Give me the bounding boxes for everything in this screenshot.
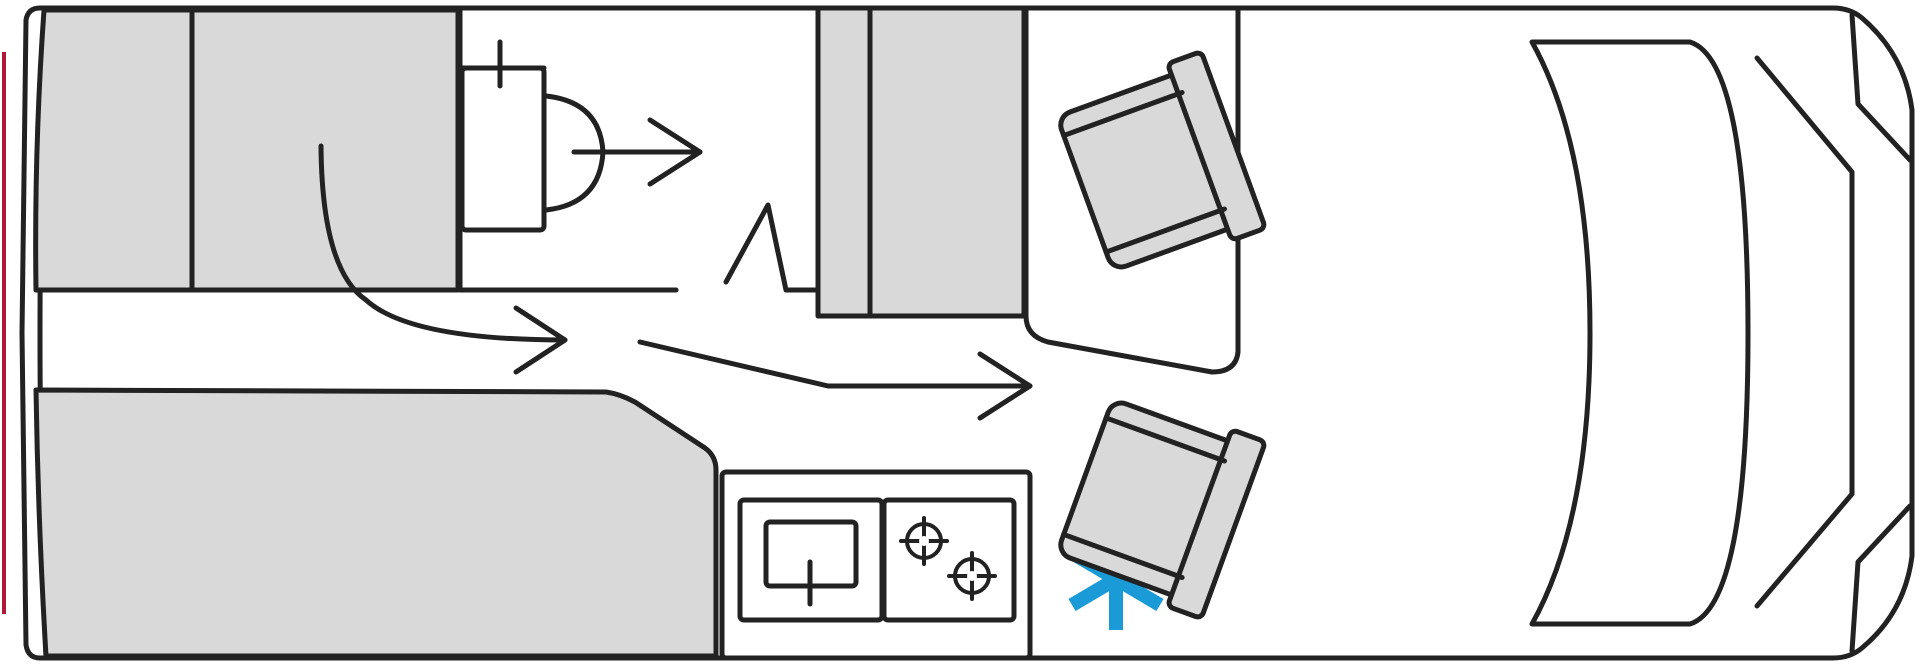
arrow-right-icon <box>571 117 703 187</box>
passenger-seat <box>1058 400 1267 620</box>
gas-burner-icon <box>899 516 949 566</box>
driver-seat <box>1058 50 1267 270</box>
cab-door-upper <box>1849 12 1913 163</box>
cab-door-lower <box>1849 503 1913 654</box>
arrow-right-icon <box>318 143 568 375</box>
gas-burner-icon <box>947 551 997 601</box>
hob-unit <box>881 497 1017 623</box>
toilet-cistern <box>459 65 547 233</box>
door-swing-icon <box>723 202 819 293</box>
arrow-right-icon <box>637 339 1033 421</box>
rear-bed-lower <box>33 387 719 659</box>
rear-bed-upper <box>33 7 461 293</box>
dinette-bench <box>1023 5 1241 375</box>
wardrobe <box>815 5 1027 319</box>
dashboard <box>1529 39 1751 627</box>
windscreen <box>1754 55 1855 609</box>
